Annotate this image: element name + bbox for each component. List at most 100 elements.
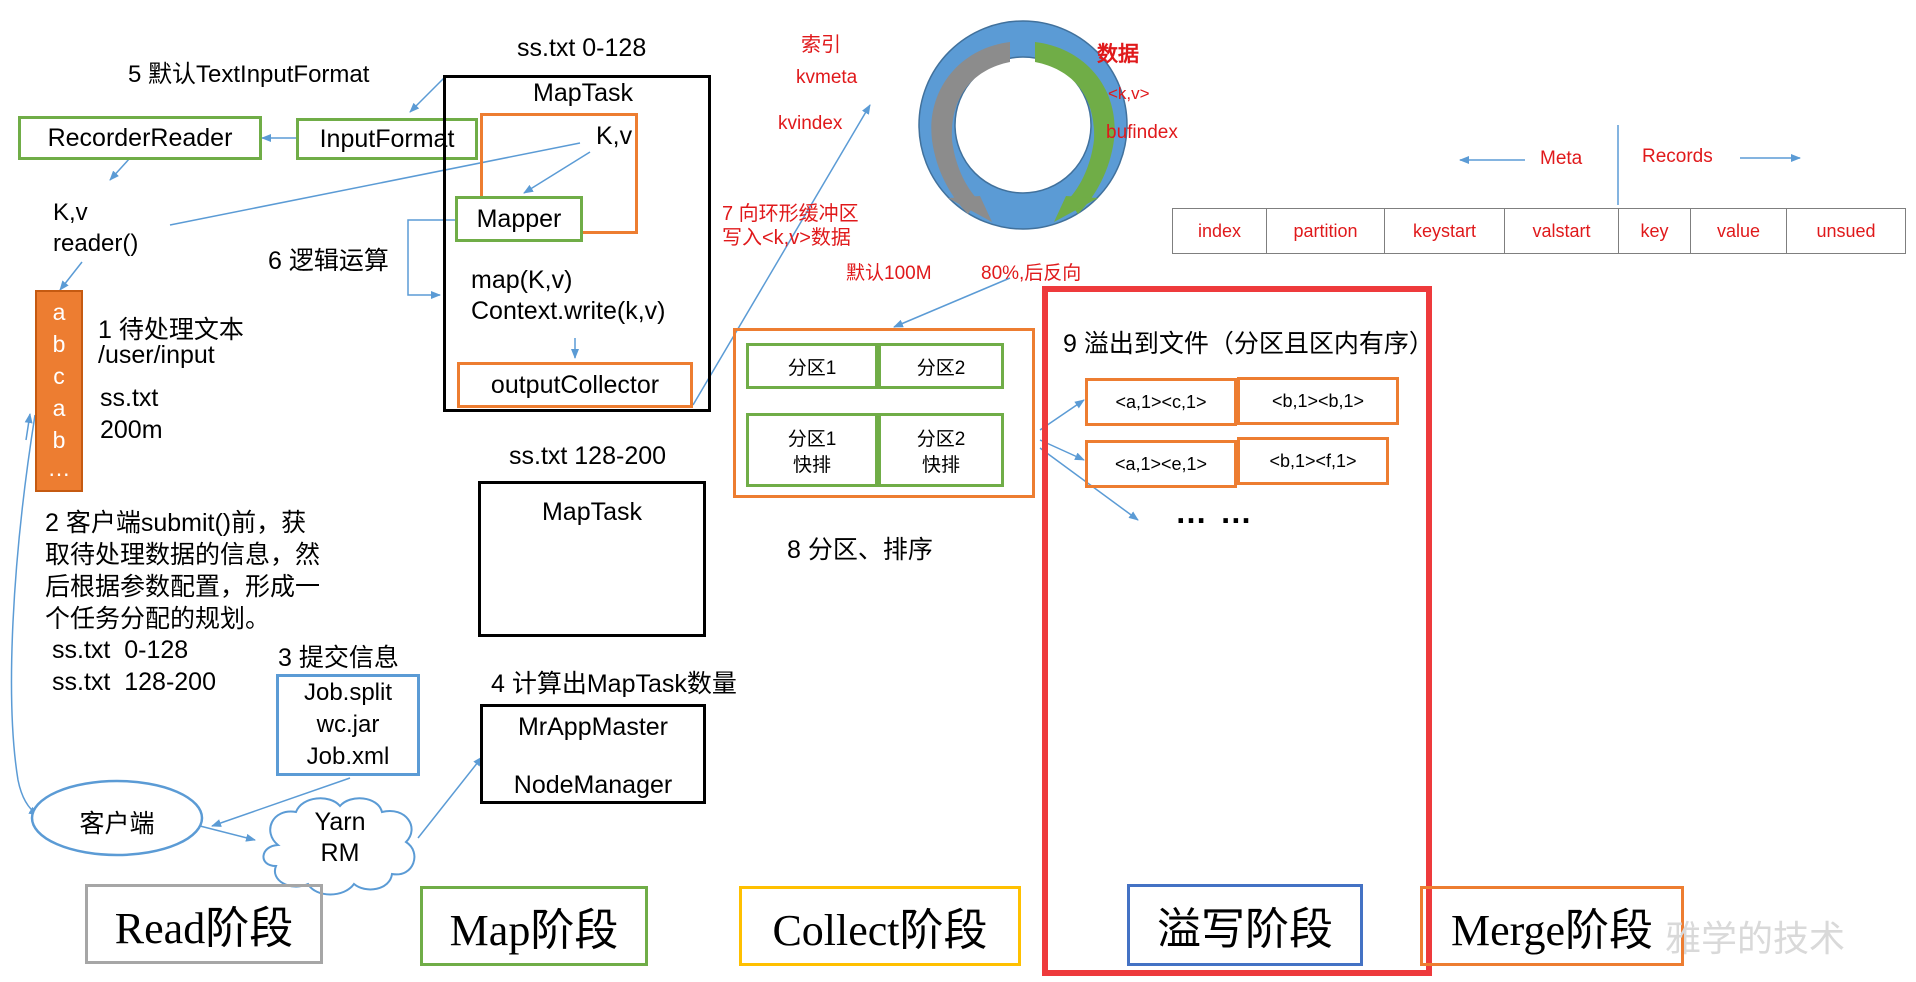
step3-label: 3 提交信息 bbox=[278, 644, 399, 672]
job-split-label: Job.split bbox=[303, 679, 393, 706]
kvmeta-label: kvmeta bbox=[796, 67, 858, 88]
col-keystart: keystart bbox=[1385, 209, 1505, 253]
default-size-label: 默认100M bbox=[846, 263, 932, 284]
col-key: key bbox=[1619, 209, 1691, 253]
step1-size: 200m bbox=[100, 416, 163, 444]
col-index: index bbox=[1173, 209, 1267, 253]
spill-row1-b: <b,1><b,1> bbox=[1237, 377, 1399, 425]
step2-line-3: 后根据参数配置，形成一 bbox=[45, 573, 321, 601]
step2-line-2: 取待处理数据的信息，然 bbox=[45, 541, 321, 569]
kv-tag-label: <k,v> bbox=[1108, 84, 1150, 103]
job-files-box: Job.split wc.jar Job.xml bbox=[276, 674, 420, 776]
col-unsued: unsued bbox=[1816, 220, 1876, 241]
mrappmaster-label: MrAppMaster bbox=[517, 713, 669, 741]
ring-meta-arrowhead bbox=[948, 196, 992, 222]
arrow-buffer-to-partitions bbox=[893, 277, 1011, 328]
output-collector-box: outputCollector bbox=[457, 362, 693, 408]
stage-map: Map阶段 bbox=[420, 886, 648, 966]
arrow-spill-3 bbox=[1039, 447, 1139, 521]
stage-spill: 溢写阶段 bbox=[1127, 884, 1363, 966]
partition-1-sort-name: 分区1 bbox=[787, 429, 837, 450]
maptask-title-2: MapTask bbox=[541, 498, 643, 526]
file-letter-more: … bbox=[47, 455, 71, 481]
arrow-mapper-loop bbox=[407, 219, 455, 299]
ring-meta-arrow bbox=[931, 42, 1010, 214]
kv-label: K,v bbox=[53, 199, 88, 226]
records-label: Records bbox=[1642, 146, 1713, 167]
arrow-submit-loop bbox=[10, 414, 39, 816]
partition-1-sort-method: 快排 bbox=[792, 455, 831, 476]
arrow-file-up bbox=[24, 413, 33, 441]
arrow-maptask-to-inputformat bbox=[409, 77, 445, 113]
partition-1-sort-box: 分区1 快排 bbox=[746, 413, 878, 487]
file-letter-4: a bbox=[52, 395, 66, 421]
step8-label: 8 分区、排序 bbox=[787, 536, 933, 564]
split2-title: ss.txt 128-200 bbox=[509, 442, 667, 470]
arrow-kv-to-mapper bbox=[523, 151, 591, 194]
partition-2-sort-name: 分区2 bbox=[916, 429, 966, 450]
input-format-box: InputFormat bbox=[296, 118, 478, 160]
arrow-jobinfo-to-client bbox=[211, 777, 351, 827]
spill-row1-a: <a,1><c,1> bbox=[1085, 378, 1237, 426]
file-letter-3: c bbox=[53, 363, 65, 389]
arrow-collector-to-buffer bbox=[692, 104, 871, 406]
client-label: 客户端 bbox=[79, 810, 155, 838]
ring-buffer bbox=[918, 20, 1128, 230]
watermark: 雅学的技术 bbox=[1665, 919, 1846, 960]
partition-1-box: 分区1 bbox=[746, 343, 878, 389]
appmaster-box: MrAppMaster NodeManager bbox=[480, 704, 706, 804]
map-call-label: map(K,v) bbox=[471, 266, 573, 294]
kvindex-label: kvindex bbox=[778, 113, 843, 134]
maptask-box-1 bbox=[443, 75, 711, 412]
col-valstart: valstart bbox=[1505, 209, 1619, 253]
yarn-label: Yarn bbox=[314, 808, 366, 836]
buffer-layout-table: index partition keystart valstart key va… bbox=[1172, 208, 1906, 254]
arrow-reader-to-file bbox=[59, 261, 83, 291]
spill-row2-a: <a,1><e,1> bbox=[1085, 440, 1237, 488]
step7-line-1: 7 向环形缓冲区 bbox=[722, 203, 859, 225]
split-line-2: ss.txt 128-200 bbox=[52, 668, 216, 696]
context-write-label: Context.write(k,v) bbox=[471, 297, 666, 325]
file-letter-1: a bbox=[52, 299, 66, 325]
split-line-1: ss.txt 0-128 bbox=[52, 636, 189, 664]
arrow-yarn-to-appmaster bbox=[417, 756, 483, 839]
col-partition: partition bbox=[1267, 209, 1385, 253]
maptask-title-1: MapTask bbox=[533, 79, 634, 107]
step7-line-2: 写入<k,v>数据 bbox=[722, 227, 851, 249]
step9-label: 9 溢出到文件（分区且区内有序） bbox=[1063, 330, 1434, 358]
rm-label: RM bbox=[320, 839, 360, 867]
step4-label: 4 计算出MapTask数量 bbox=[491, 670, 737, 698]
index-label: 索引 bbox=[801, 34, 841, 56]
recorder-reader-box: RecorderReader bbox=[18, 116, 262, 160]
nodemanager-label: NodeManager bbox=[513, 771, 673, 799]
bufindex-label: bufindex bbox=[1106, 122, 1178, 143]
reader-call-label: reader() bbox=[53, 230, 139, 257]
arrow-client-to-yarn bbox=[199, 825, 256, 842]
step1-title: 1 待处理文本 bbox=[98, 316, 244, 344]
spill-frame bbox=[1042, 286, 1432, 976]
split1-title: ss.txt 0-128 bbox=[517, 34, 647, 62]
spill-row2-b: <b,1><f,1> bbox=[1237, 437, 1389, 485]
data-label: 数据 bbox=[1097, 43, 1139, 66]
job-xml-label: Job.xml bbox=[306, 743, 390, 770]
mapper-box: Mapper bbox=[455, 196, 583, 242]
step2-line-1: 2 客户端submit()前，获 bbox=[45, 509, 307, 537]
step1-path: /user/input bbox=[98, 341, 215, 369]
ring-data-arrowhead bbox=[1054, 196, 1098, 222]
spill-ellipsis: … … bbox=[1175, 494, 1254, 530]
step1-file: ss.txt bbox=[100, 384, 159, 412]
partition-2-box: 分区2 bbox=[878, 343, 1004, 389]
input-file-block: a b c a b … bbox=[35, 290, 83, 492]
stage-merge: Merge阶段 bbox=[1420, 886, 1684, 966]
client-ellipse bbox=[30, 779, 204, 857]
arrow-recorder-to-kv bbox=[109, 157, 131, 181]
ring-data-arrow bbox=[1035, 42, 1115, 214]
kv-map-label: K,v bbox=[596, 122, 633, 150]
stage-read: Read阶段 bbox=[85, 884, 323, 964]
partition-2-sort-method: 快排 bbox=[921, 455, 960, 476]
step6-label: 6 逻辑运算 bbox=[268, 247, 389, 275]
wc-jar-label: wc.jar bbox=[316, 711, 380, 738]
partition-2-sort-box: 分区2 快排 bbox=[878, 413, 1004, 487]
